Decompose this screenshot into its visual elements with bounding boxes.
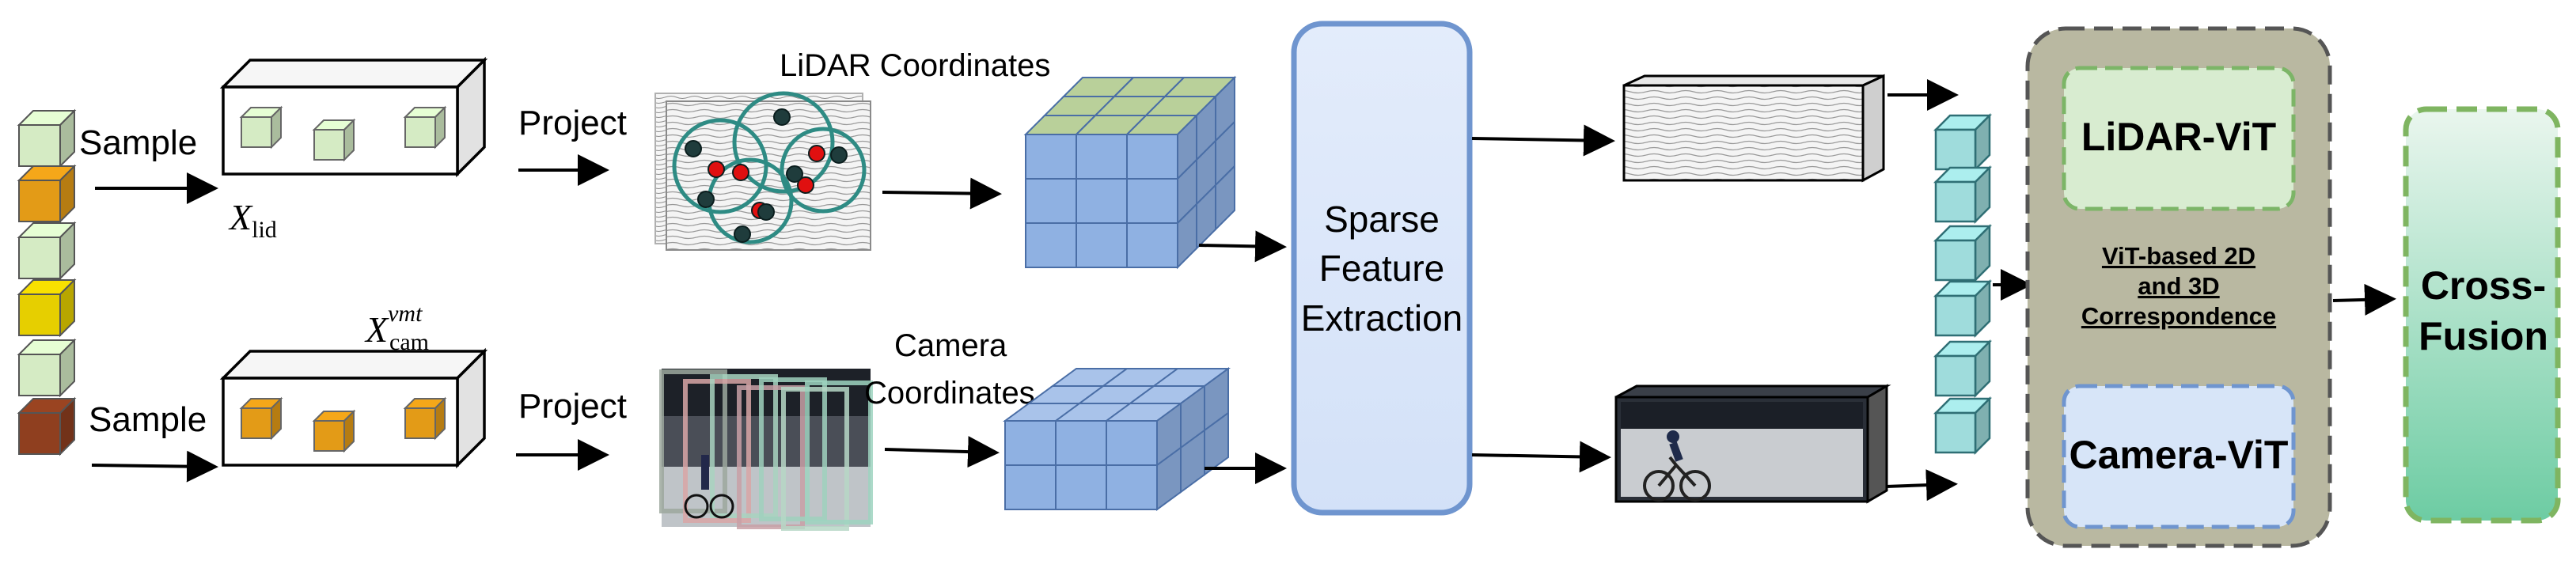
voxel-front [1076,222,1128,268]
voxel-front [1055,420,1107,466]
arrow-cubes-to-camera-box [91,450,218,483]
sparse-feature-extraction-box [1291,21,1473,516]
voxel-front [1126,222,1178,268]
sample-label-bottom: Sample [89,400,207,439]
voxel-front [1004,464,1057,510]
box-inner-cube [312,118,356,162]
voxel-front [1106,420,1158,466]
project-label-top: Project [518,104,627,142]
voxel-front [1025,222,1077,268]
cross-label: Cross- [2421,263,2546,308]
lidar-point [732,164,749,181]
x-cam-sub: cam [389,329,429,355]
arrow-camera-proj-to-grid [884,436,1000,468]
fusion-label: Fusion [2419,314,2548,358]
camera-sample-box [219,347,488,469]
cross-fusion-box [2403,106,2561,524]
sample-cube [17,338,77,398]
sample-cube [17,396,77,456]
token-cube-column [1933,112,1993,456]
x-lid-math: Xlid [228,197,277,243]
camera-voxel-grid [1002,367,1231,511]
voxel-front [1055,464,1107,510]
project-label-bottom: Project [518,387,627,426]
box-inner-cube [403,396,447,441]
lidar-point [830,146,848,164]
lidar-point [808,145,825,162]
camera-vit-label: Camera-ViT [2070,433,2289,477]
arrow-sparse-to-lidar-feature [1471,124,1615,157]
correspondence-line-1: ViT-based 2D [2102,242,2255,270]
token-cube [1933,165,1993,225]
lidar-feature-prism [1622,74,1885,183]
voxel-front [1004,420,1057,466]
sample-cube [17,221,77,281]
sample-cube [17,108,77,169]
token-cube [1933,396,1993,456]
lidar-point-clusters [672,91,867,244]
arrow-grid-top-to-sparse [1198,230,1287,263]
extraction-label: Extraction [1301,297,1463,339]
sparse-label: Sparse [1324,199,1440,240]
sample-cube [17,278,77,338]
sample-cube-column [17,108,77,456]
correspondence-line-3: Correspondence [2081,302,2276,330]
lidar-vit-label: LiDAR-ViT [2081,115,2276,159]
lidar-coordinates-label: LiDAR Coordinates [780,48,1050,83]
voxel-front [1076,134,1128,180]
coordinates-label: Coordinates [864,376,1035,411]
correspondence-line-2: and 3D [2138,272,2219,300]
arrow-camera-feature-out [1885,469,1958,502]
camera-projection-image [659,369,873,531]
camera-vit-box [2062,384,2296,529]
voxel-front [1076,178,1128,224]
lidar-point [708,161,725,178]
voxel-front [1025,134,1077,180]
token-cube [1933,339,1993,399]
cluster-ring [672,118,768,214]
token-cube [1933,112,1993,172]
camera-feature-prism [1614,384,1891,504]
lidar-vit-box [2062,66,2296,211]
box-inner-cube [312,409,356,453]
box-inner-cube [239,396,283,441]
token-cube [1933,223,1993,283]
lidar-point [786,165,803,183]
lidar-voxel-grid [1023,75,1237,270]
lidar-point [697,191,715,208]
lidar-point [797,176,814,194]
voxel-front [1126,178,1178,224]
box-inner-cube [239,105,283,150]
voxel-front [1126,134,1178,180]
token-cube [1933,278,1993,339]
sample-cube [17,164,77,224]
lidar-point [685,140,702,157]
box-inner-cube [403,105,447,150]
lidar-point [757,203,775,221]
camera-label: Camera [894,328,1007,363]
arrow-sparse-to-camera-feature [1471,441,1611,473]
cluster-ring [780,127,867,214]
feature-label: Feature [1319,248,1445,289]
cluster-ring [732,91,835,194]
arrow-vit-to-cross-fusion [2332,283,2396,316]
arrow-lidar-proj-to-grid [882,177,1002,210]
lidar-projection-image [654,91,871,251]
lidar-point [773,108,791,126]
voxel-front [1106,464,1158,510]
lidar-point [734,225,751,243]
voxel-front [1025,178,1077,224]
sample-label-top: Sample [79,123,197,162]
lidar-sample-box [219,56,488,178]
x-cam-math: Xvmt [364,301,423,350]
